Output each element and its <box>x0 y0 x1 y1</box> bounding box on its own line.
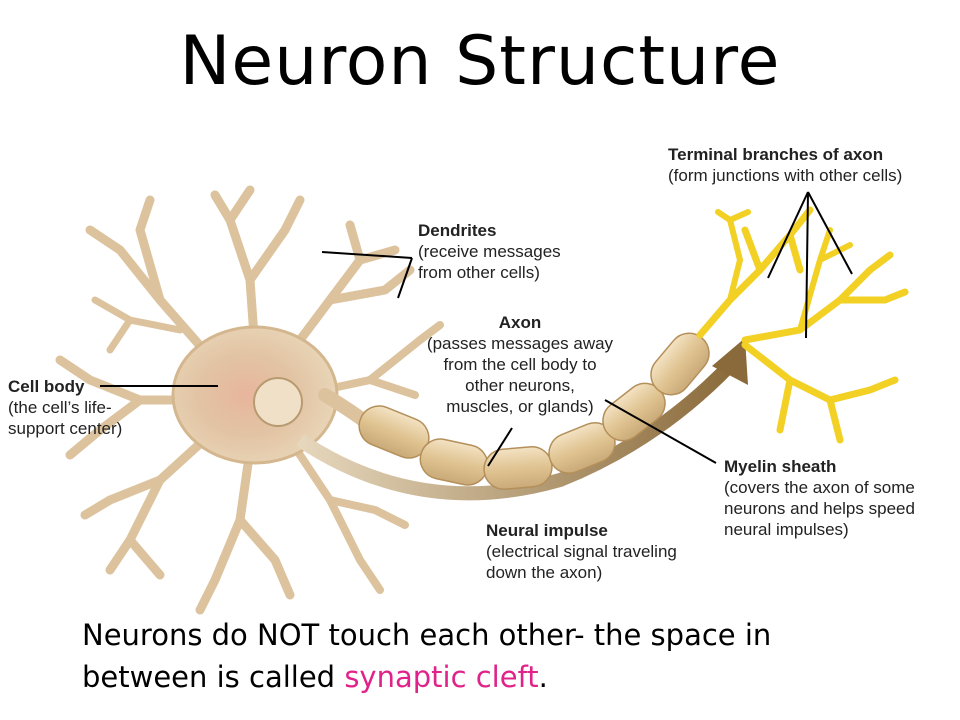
leader-lines <box>100 191 853 467</box>
cell-body-desc-2: support center) <box>8 419 123 438</box>
myelin-desc-2: neurons and helps speed <box>724 499 915 518</box>
caption-text: Neurons do NOT touch each other- the spa… <box>82 618 772 694</box>
caption: Neurons do NOT touch each other- the spa… <box>82 614 902 698</box>
dendrites-desc-2: from other cells) <box>418 263 540 282</box>
label-terminal-branches: Terminal branches of axon (form junction… <box>668 144 902 186</box>
myelin-heading: Myelin sheath <box>724 457 837 476</box>
dendrites-desc-1: (receive messages <box>418 242 561 261</box>
axon-desc-1: (passes messages away <box>426 334 614 353</box>
axon-desc-4: muscles, or glands) <box>446 397 594 416</box>
dendrites-heading: Dendrites <box>418 221 497 240</box>
label-axon: Axon (passes messages away from the cell… <box>404 312 636 417</box>
axon-heading: Axon <box>498 313 542 332</box>
axon-desc-3: other neurons, <box>465 376 575 395</box>
label-dendrites: Dendrites (receive messages from other c… <box>418 220 561 283</box>
terminal-desc-1: (form junctions with other cells) <box>668 166 903 185</box>
impulse-heading: Neural impulse <box>486 521 608 540</box>
impulse-arrowhead <box>712 338 748 385</box>
label-neural-impulse: Neural impulse (electrical signal travel… <box>486 520 677 583</box>
cell-body-desc-1: (the cell’s life- <box>8 398 112 417</box>
myelin-desc-3: neural impulses) <box>724 520 849 539</box>
page-title: Neuron Structure <box>179 22 781 101</box>
impulse-arrow <box>296 355 741 501</box>
caption-end: . <box>538 660 548 694</box>
label-cell-body: Cell body (the cell’s life- support cent… <box>8 376 122 439</box>
axon-desc-2: from the cell body to <box>443 355 597 374</box>
label-myelin-sheath: Myelin sheath (covers the axon of some n… <box>724 456 915 540</box>
impulse-desc-2: down the axon) <box>486 563 603 582</box>
myelin-desc-1: (covers the axon of some <box>724 478 915 497</box>
caption-highlight: synaptic cleft <box>344 660 539 694</box>
terminal-heading: Terminal branches of axon <box>668 145 884 164</box>
nucleus <box>253 377 303 427</box>
cell-body-heading: Cell body <box>8 377 85 396</box>
dendrites-group <box>55 185 444 615</box>
myelin-sheath-group <box>358 332 710 490</box>
impulse-desc-1: (electrical signal traveling <box>486 542 677 561</box>
terminal-branches-group <box>696 206 909 444</box>
